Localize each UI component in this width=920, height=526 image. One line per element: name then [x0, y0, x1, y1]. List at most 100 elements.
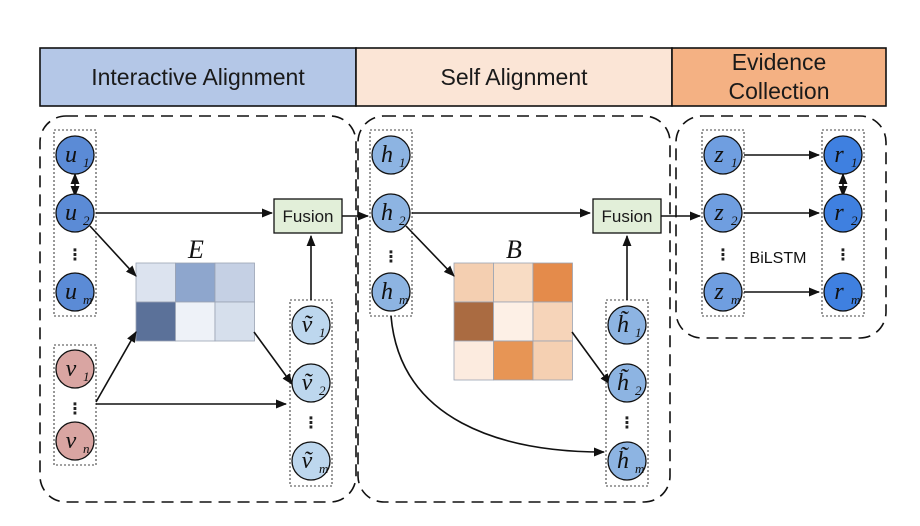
node-u1-subscript: 1 [83, 155, 90, 170]
node-vn-label: v [66, 428, 77, 454]
node-z2-subscript: 2 [731, 213, 738, 228]
node-rm-circle [823, 272, 863, 312]
header-evidence-collection-line2: Collection [729, 78, 830, 104]
v-column-box [53, 344, 97, 466]
node-vt1-subscript: 1 [319, 325, 326, 340]
self-alignment-region [357, 115, 671, 503]
header-evidence-collection-line1: Evidence [732, 49, 827, 75]
matrix-b-cell [532, 340, 573, 381]
node-ht2-label: h̃ [617, 368, 629, 396]
node-ht1-subscript: 1 [635, 325, 642, 340]
evidence-collection-region [675, 115, 887, 339]
interactive-alignment-region [39, 115, 357, 503]
node-hm-circle [371, 272, 411, 312]
node-u2-circle [55, 193, 95, 233]
node-z2-label: z [713, 200, 724, 226]
matrix-b-cell [453, 340, 494, 381]
node-um-circle [55, 272, 95, 312]
matrix-b-label: B [506, 235, 522, 264]
arrow-hm-htildem [390, 315, 606, 457]
node-vt2-label: ṽ [302, 370, 314, 396]
node-v1-label: v [66, 356, 77, 382]
arrow-v-matrix-e [95, 331, 137, 403]
fusion-box-interactive: Fusion [273, 198, 343, 234]
ellipsis-z: ⋮ [715, 247, 731, 264]
node-ht2-subscript: 2 [635, 383, 642, 398]
attention-matrix-b [453, 262, 573, 381]
node-r2-circle [823, 193, 863, 233]
matrix-e-cell [175, 301, 216, 342]
matrix-e-label: E [187, 235, 204, 264]
node-u1-label: u [65, 142, 77, 168]
node-vt1-circle [291, 305, 331, 345]
header-interactive-alignment: Interactive Alignment [39, 47, 357, 107]
node-um-subscript: m [83, 292, 92, 307]
node-h2-subscript: 2 [399, 213, 406, 228]
node-ht2-circle [607, 363, 647, 403]
u-column-box [53, 129, 97, 317]
node-vtm-label: ṽ [302, 448, 314, 474]
header-self-alignment-label: Self Alignment [440, 64, 588, 90]
matrix-e-cell [214, 301, 255, 342]
ellipsis-u: ⋮ [67, 247, 83, 264]
ellipsis-r: ⋮ [835, 247, 851, 264]
arrow-u2-matrix-e [89, 225, 137, 277]
node-htm-label: h̃ [617, 446, 629, 474]
node-vt2-circle [291, 363, 331, 403]
node-htm-subscript: m [635, 461, 644, 476]
header-evidence-collection: Evidence Collection [671, 47, 887, 107]
node-h2-label: h [381, 200, 393, 226]
fusion-label-self: Fusion [601, 207, 652, 226]
matrix-e-cell [135, 301, 176, 342]
node-rm-subscript: m [851, 292, 860, 307]
header-interactive-alignment-label: Interactive Alignment [91, 64, 305, 90]
node-r2-subscript: 2 [851, 213, 858, 228]
node-vtm-subscript: m [319, 461, 328, 476]
ellipses: ⋮ ⋮ ⋮ ⋮ ⋮ ⋮ ⋮ [67, 247, 851, 432]
node-v1-circle [55, 349, 95, 389]
matrix-b-cell [493, 262, 534, 303]
arrow-matrix-b-htilde2 [571, 331, 611, 385]
r-column-box [821, 129, 865, 317]
ellipsis-h: ⋮ [383, 249, 399, 266]
ellipsis-vtilde: ⋮ [303, 415, 319, 432]
arrow-matrix-e-vtilde2 [253, 331, 293, 385]
node-vtm: ṽ m [291, 441, 331, 481]
matrix-b-cell [493, 340, 534, 381]
matrix-b-cell [453, 262, 494, 303]
ellipsis-v: ⋮ [67, 401, 83, 418]
node-zm-label: z [713, 279, 724, 305]
node-z1-label: z [713, 142, 724, 168]
node-h1-circle [371, 135, 411, 175]
matrix-e-cell [135, 262, 176, 303]
matrix-b-cell [453, 301, 494, 342]
node-ht2: h̃ 2 [607, 363, 647, 403]
header-self-alignment: Self Alignment [355, 47, 673, 107]
node-vtm-circle [291, 441, 331, 481]
bilstm-label: BiLSTM [750, 250, 807, 267]
ellipsis-htilde: ⋮ [619, 415, 635, 432]
node-hm-subscript: m [399, 292, 408, 307]
matrix-b-cell [493, 301, 534, 342]
matrix-b-cell [532, 262, 573, 303]
matrix-e-cell [175, 262, 216, 303]
node-htm-circle [607, 441, 647, 481]
node-h2-circle [371, 193, 411, 233]
node-z1-circle [703, 135, 743, 175]
node-h1-label: h [381, 142, 393, 168]
node-vn-subscript: n [83, 441, 90, 456]
matrix-b-cell [532, 301, 573, 342]
fusion-label-interactive: Fusion [282, 207, 333, 226]
